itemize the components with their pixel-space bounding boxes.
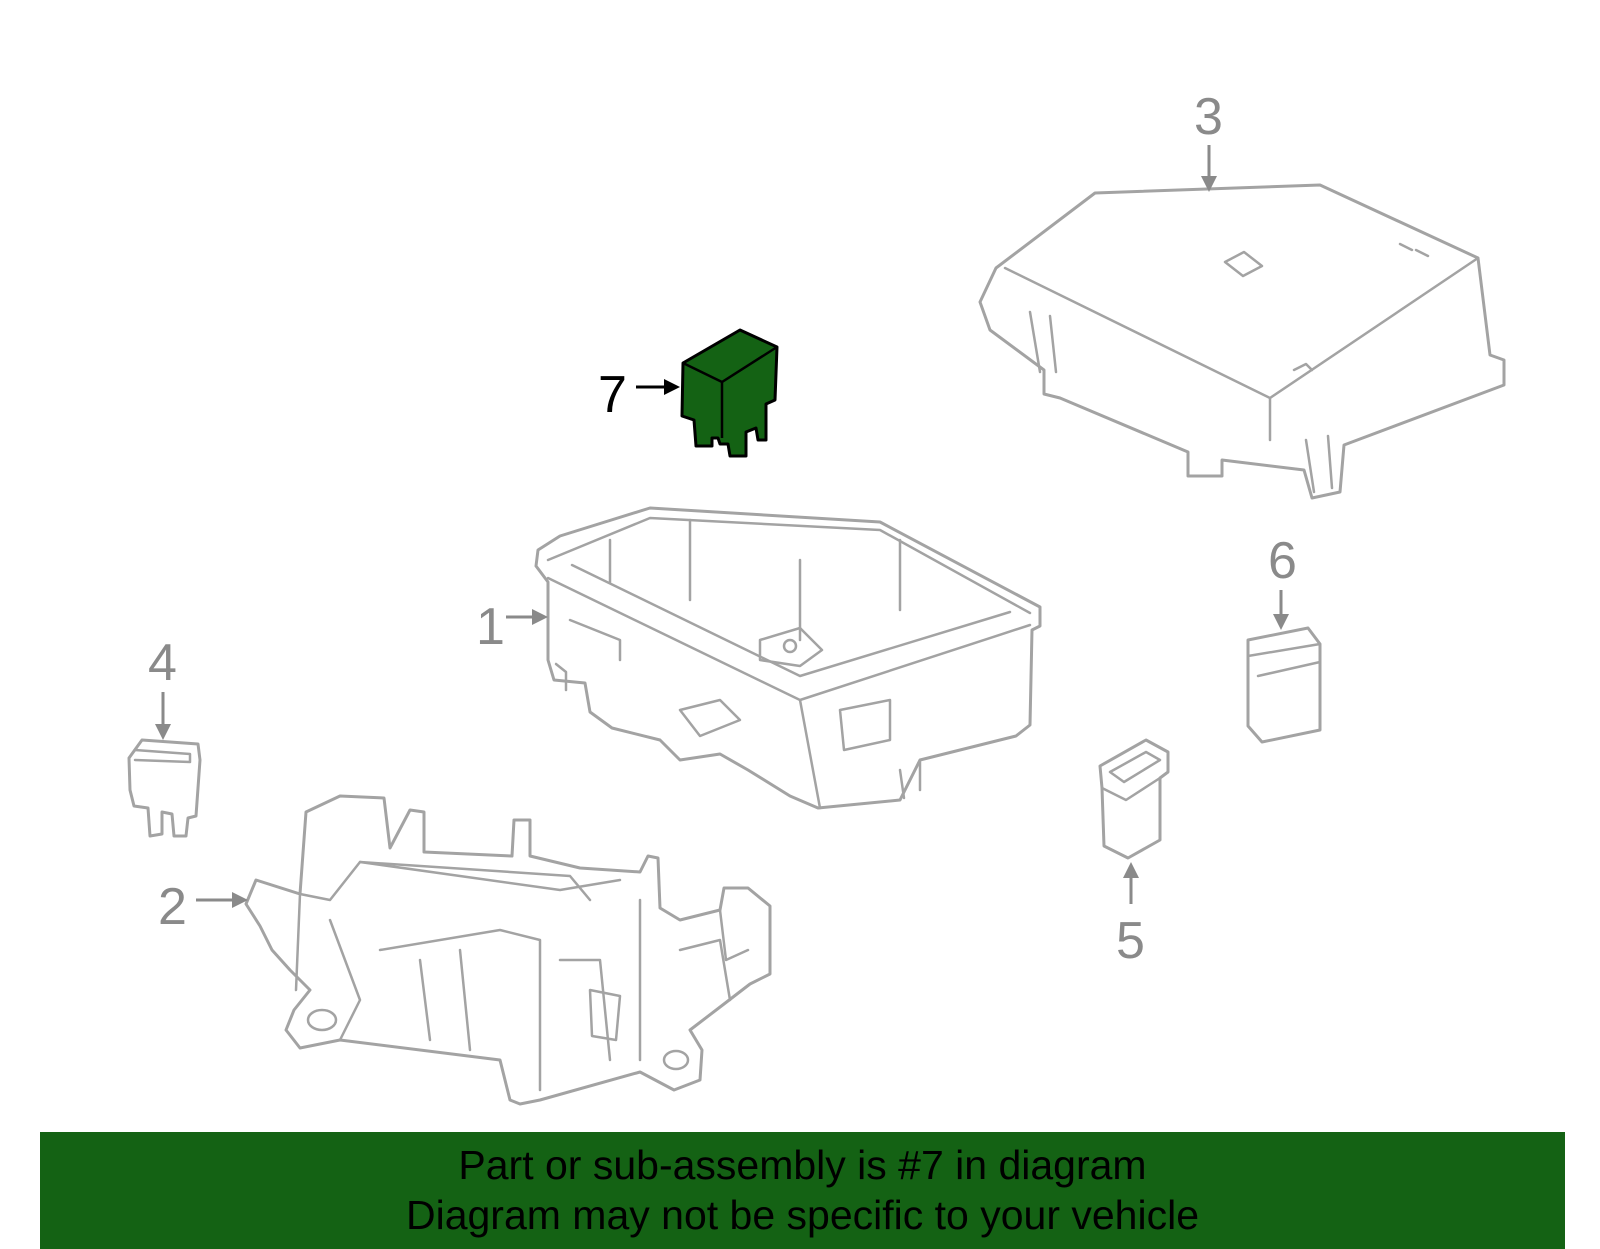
banner-line-1: Part or sub-assembly is #7 in diagram: [458, 1142, 1147, 1188]
callout-1: 1: [476, 598, 548, 656]
callout-6-label: 6: [1268, 532, 1297, 590]
part-1-housing[interactable]: [534, 506, 1042, 810]
callout-4-label: 4: [148, 634, 177, 692]
banner-line-2: Diagram may not be specific to your vehi…: [405, 1192, 1199, 1238]
callout-7-label: 7: [598, 366, 627, 424]
callout-2: 2: [158, 878, 248, 936]
part-7-relay[interactable]: [680, 328, 779, 458]
callout-4: 4: [148, 634, 177, 740]
callout-7: 7: [598, 366, 680, 424]
callout-2-label: 2: [158, 878, 187, 936]
part-4-fuse[interactable]: [127, 738, 202, 838]
part-6-block[interactable]: [1246, 626, 1322, 744]
callout-3-label: 3: [1194, 88, 1223, 146]
callout-1-label: 1: [476, 598, 505, 656]
part-5-fuse[interactable]: [1098, 738, 1170, 860]
callout-5: 5: [1116, 862, 1145, 970]
info-banner: Part or sub-assembly is #7 in diagram Di…: [40, 1132, 1565, 1249]
callout-3: 3: [1194, 88, 1223, 192]
callout-6: 6: [1268, 532, 1297, 630]
callout-5-label: 5: [1116, 912, 1145, 970]
part-2-tray[interactable]: [244, 794, 772, 1106]
part-3-cover[interactable]: [978, 183, 1506, 500]
